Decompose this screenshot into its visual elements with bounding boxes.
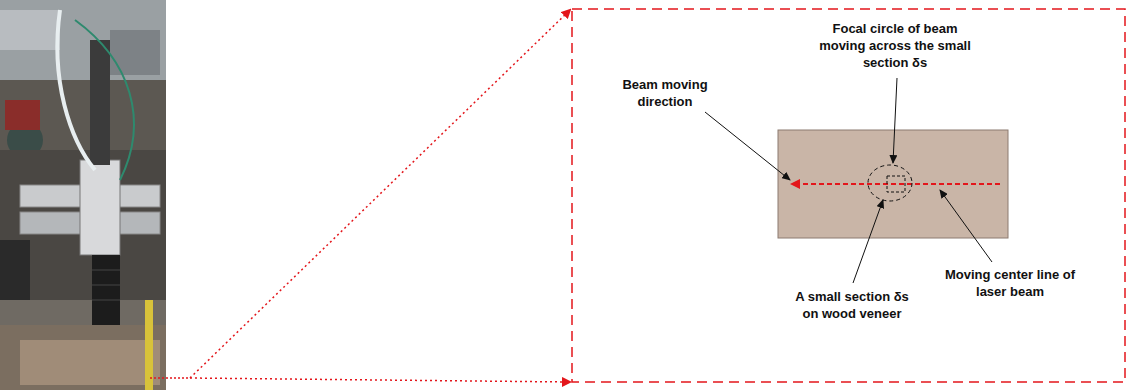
beam-center-line bbox=[792, 183, 1000, 185]
wood-veneer bbox=[778, 130, 1008, 238]
leader-line bbox=[853, 200, 883, 283]
leader-line bbox=[705, 112, 790, 180]
focal-circle bbox=[868, 165, 912, 201]
zoom-spot bbox=[150, 377, 190, 379]
small-section bbox=[887, 176, 905, 192]
callout-label: A small section δs on wood veneer bbox=[787, 288, 917, 322]
callout-label: Beam moving direction bbox=[605, 76, 725, 110]
callout-label: Focal circle of beam moving across the s… bbox=[810, 20, 980, 71]
leader-line bbox=[940, 190, 992, 262]
zoom-line bbox=[190, 10, 570, 378]
zoom-frame bbox=[572, 9, 1125, 382]
zoom-line bbox=[190, 378, 570, 382]
leader-line bbox=[893, 78, 897, 163]
machine-photo bbox=[0, 0, 166, 390]
callout-label: Moving center line of laser beam bbox=[945, 266, 1075, 300]
